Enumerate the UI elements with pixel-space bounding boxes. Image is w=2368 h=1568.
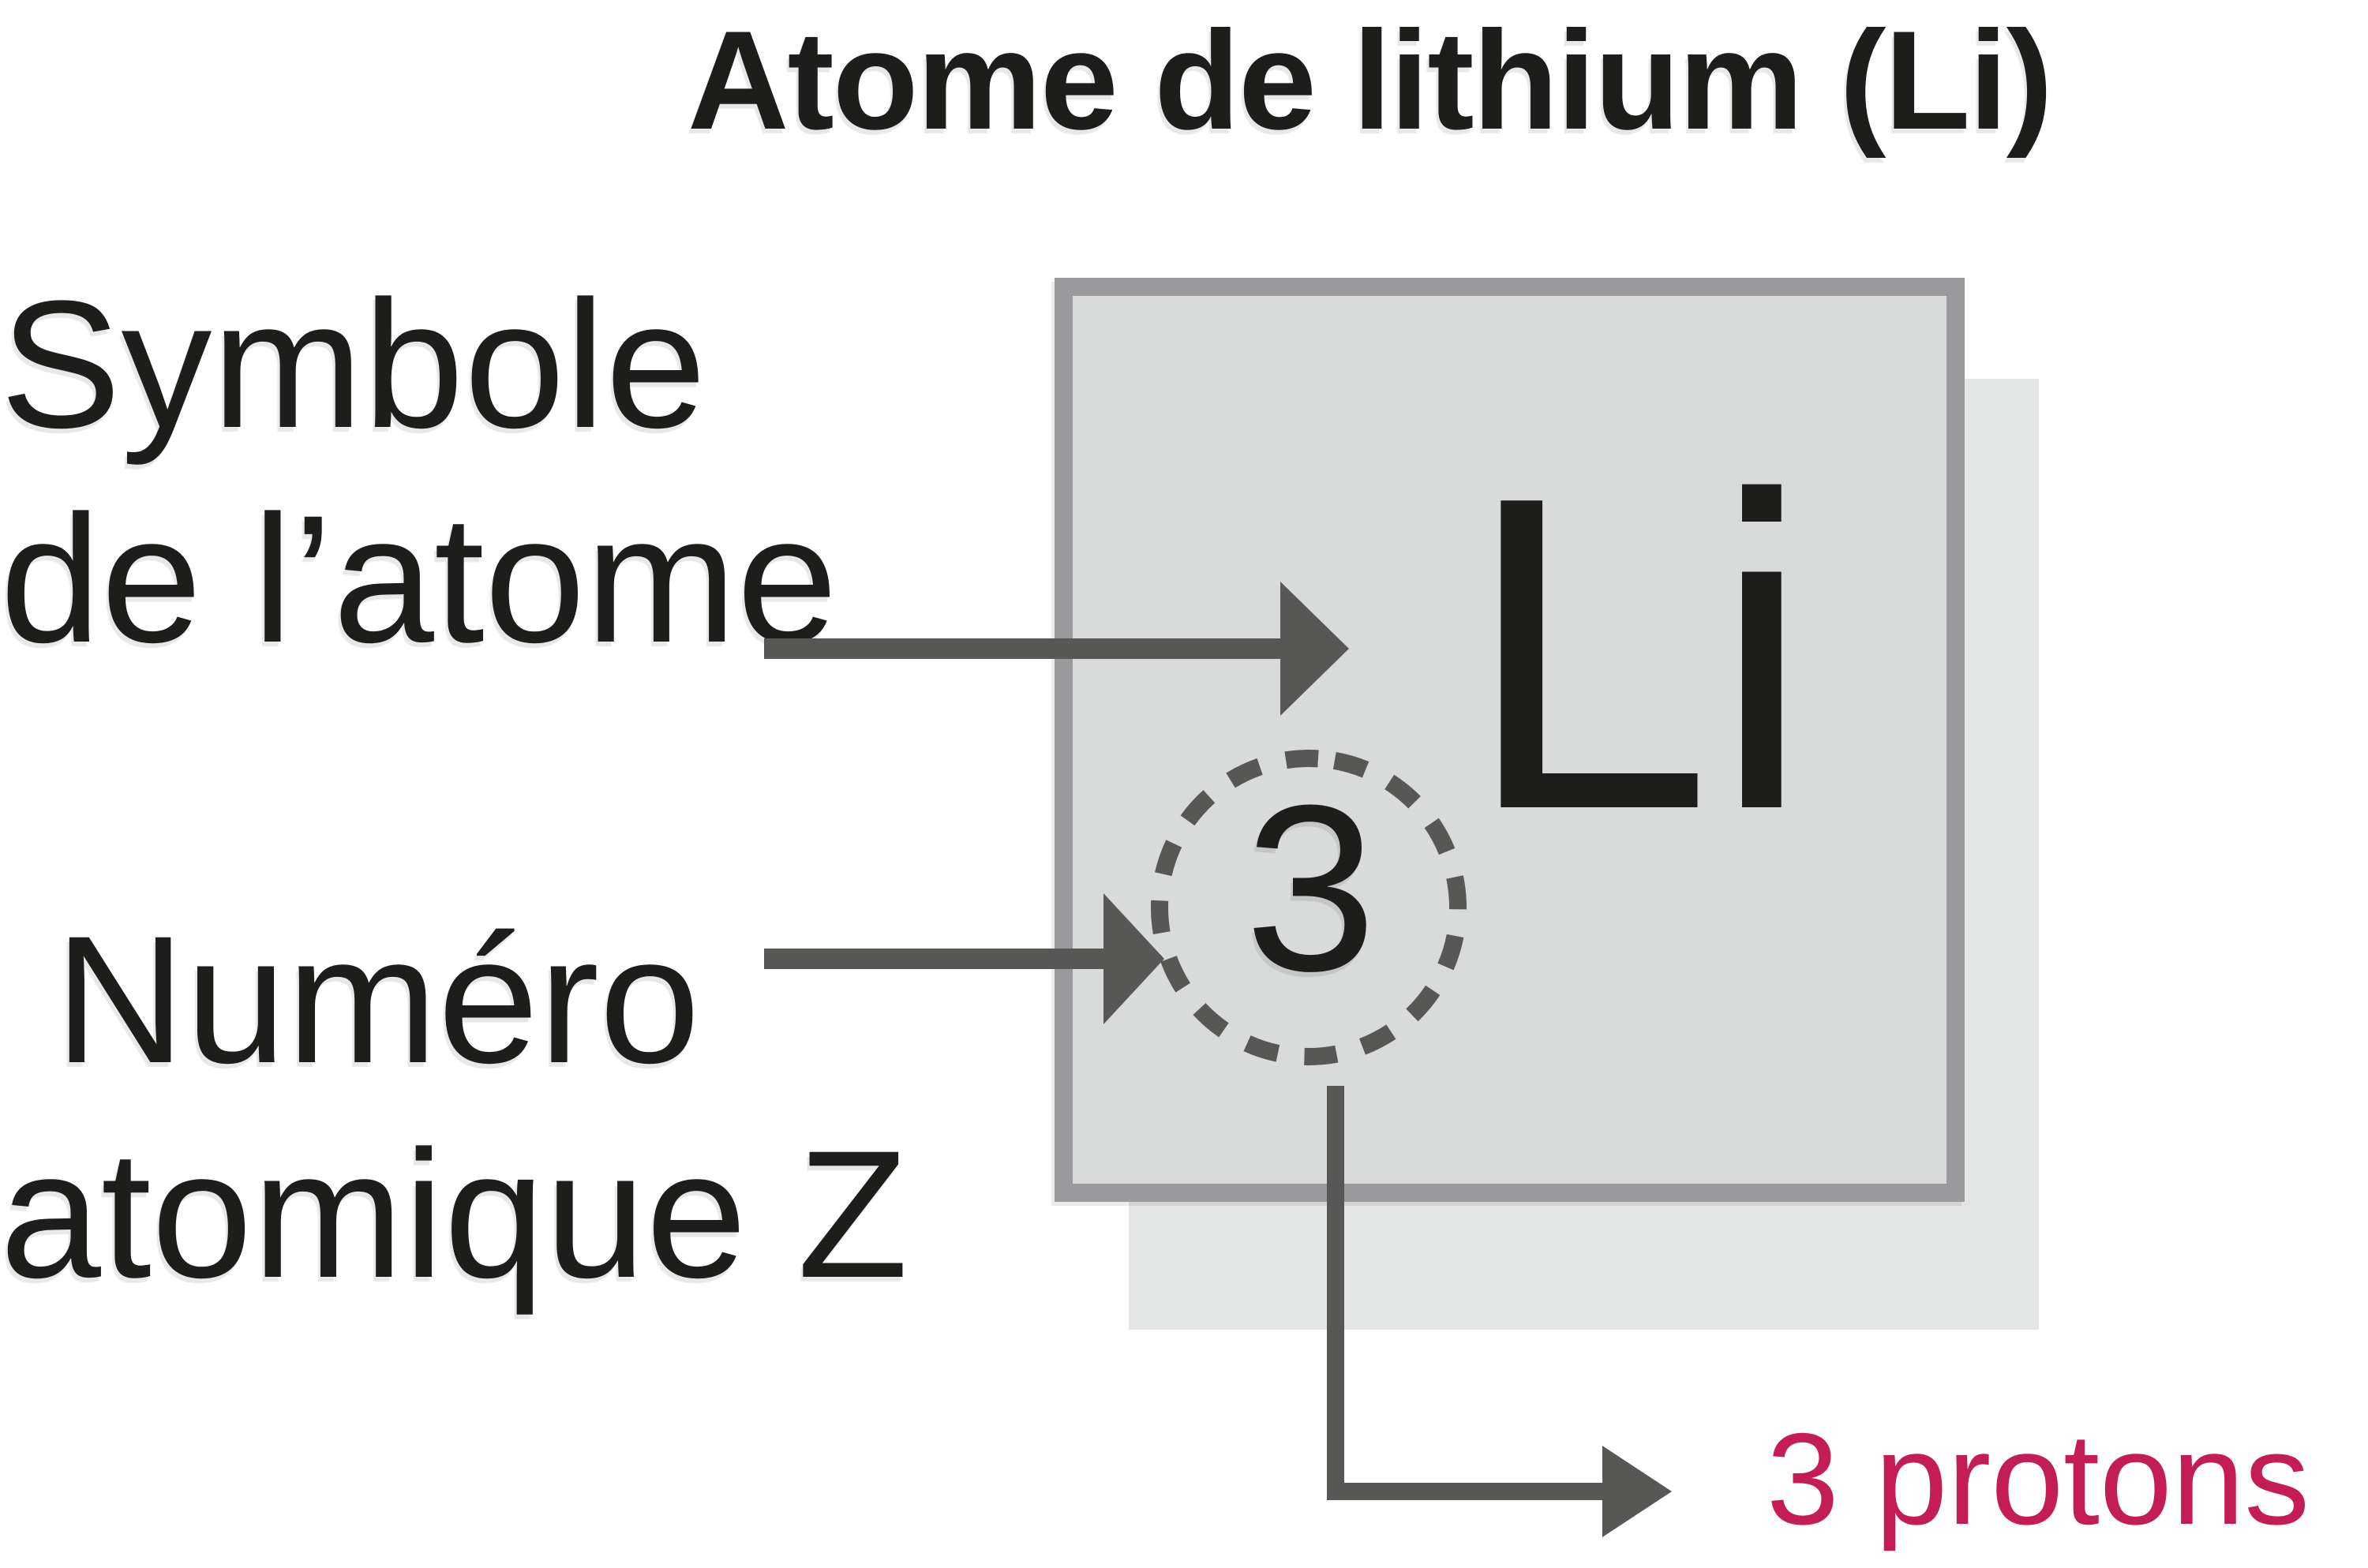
callout-symbol-line2: de l’atome xyxy=(0,477,838,680)
atomic-number-text: 3 xyxy=(1245,755,1377,1020)
callout-atomic-number-label: Numéro atomique Z xyxy=(0,893,909,1322)
callout-atomic-line2: atomique Z xyxy=(0,1113,909,1315)
callout-symbol-label: Symbole de l’atome xyxy=(0,257,838,687)
callout-atomic-line1: Numéro xyxy=(54,898,700,1101)
callout-symbol-line1: Symbole xyxy=(0,263,706,466)
protons-arrowhead-icon xyxy=(1602,1446,1672,1537)
element-symbol-text: Li xyxy=(1464,404,1812,902)
protons-annotation: 3 protons xyxy=(1767,1406,2310,1551)
diagram-title: Atome de lithium (Li) xyxy=(687,2,2053,159)
